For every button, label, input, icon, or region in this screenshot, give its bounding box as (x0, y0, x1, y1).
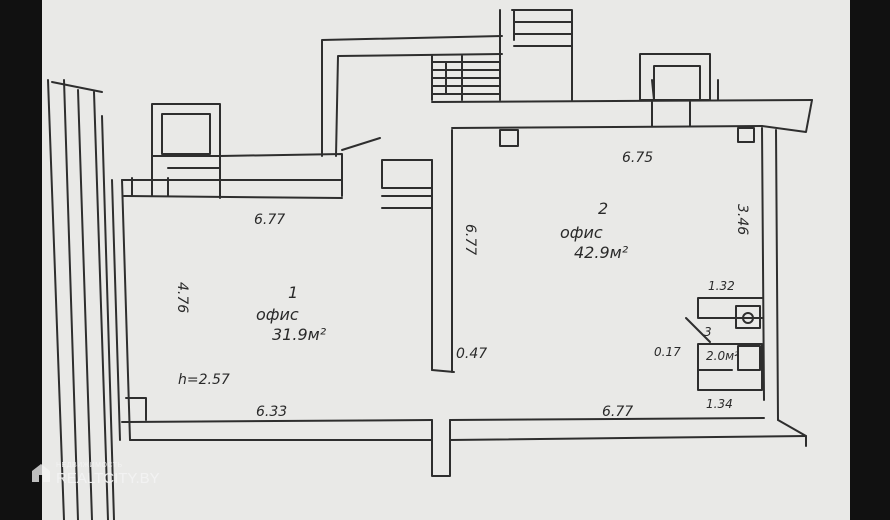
left-wall-line-5 (101, 115, 115, 520)
room2-top-wall-inner (451, 125, 763, 129)
stair-lower-treads (431, 61, 501, 95)
wc-toilet (737, 345, 761, 371)
dim-notch: 0.47 (456, 346, 487, 362)
left-wall-line-3 (77, 89, 93, 520)
bottom-wall-upper (121, 417, 765, 423)
floor-plan-drawing: 6.77 4.76 1 офис 31.9м² h=2.57 6.33 6.77… (47, 9, 813, 520)
wc-upper-box (697, 297, 763, 319)
dim-room2-bottom: 6.77 (602, 404, 633, 420)
room1-corner-column (125, 397, 147, 421)
bottom-wall-inner (129, 435, 807, 477)
room1-left-wall-outer (111, 179, 121, 441)
partition-wall-end (431, 369, 455, 373)
room1-number: 1 (288, 283, 298, 302)
dim-room1-top: 6.77 (254, 212, 285, 228)
door-swing-line (341, 137, 381, 151)
corridor-step (381, 195, 433, 209)
dim-room2-top: 6.75 (622, 150, 653, 166)
stair-frame (499, 9, 573, 101)
wc-sink (735, 305, 761, 329)
bottom-right-corner (777, 419, 807, 447)
room2-right-wall-inner (761, 127, 765, 401)
dim-room1-side: 4.76 (174, 282, 190, 313)
chimney-2-legs (651, 79, 719, 101)
corridor-box (381, 159, 433, 189)
wc-sink-bowl (742, 312, 754, 324)
chimney-1-base (151, 155, 221, 197)
left-wall-line-2 (63, 79, 79, 520)
chimney-2-base (651, 101, 691, 127)
room1-left-wall-inner (121, 179, 131, 441)
bottom-wall-gap (431, 419, 451, 441)
room2-number: 2 (598, 199, 608, 218)
left-top-cap (51, 81, 103, 93)
dim-wc-small: 0.17 (654, 345, 681, 359)
left-outer-wall-line (47, 79, 65, 520)
wc-lower-box (697, 343, 763, 391)
corridor-top-wall (219, 153, 343, 197)
stair-upper-treads (513, 21, 573, 47)
wc-leader-line (685, 317, 711, 343)
chimney-1-inner (161, 113, 211, 155)
dim-room2-right: 3.46 (734, 204, 750, 235)
top-right-corner (761, 99, 813, 133)
room2-name: офис (560, 223, 603, 242)
room3-number: 3 (704, 325, 712, 339)
left-wall-line-4 (93, 91, 109, 520)
wc-area: 2.0м² (706, 349, 739, 363)
dim-room1-bottom: 6.33 (256, 404, 287, 420)
room2-area: 42.9м² (574, 243, 629, 262)
room2-right-wall-outer (775, 129, 779, 421)
watermark-title: REALTCITY.BY (56, 470, 160, 487)
room1-top-wall-lower (123, 195, 343, 199)
house-logo-icon (32, 464, 50, 482)
column-notch-1 (499, 129, 519, 147)
column-notch-2 (737, 127, 755, 143)
floor-plan-sheet: 6.77 4.76 1 офис 31.9м² h=2.57 6.33 6.77… (42, 0, 850, 520)
room1-area: 31.9м² (272, 325, 327, 344)
dim-wc-top: 1.32 (708, 279, 735, 293)
watermark-subtitle: НЕДВИЖИМОСТЬ (56, 462, 123, 469)
room2-top-wall-outer (431, 99, 813, 103)
chimney-2-inner (653, 65, 701, 101)
dim-wall-mid: 6.77 (462, 224, 478, 255)
stair-inner-wall (335, 53, 503, 157)
room1-height: h=2.57 (178, 372, 230, 388)
stair-outer-wall (321, 35, 503, 157)
stair-lower-string (445, 55, 463, 101)
room1-name: офис (256, 305, 299, 324)
dim-wc-bottom: 1.34 (706, 397, 733, 411)
